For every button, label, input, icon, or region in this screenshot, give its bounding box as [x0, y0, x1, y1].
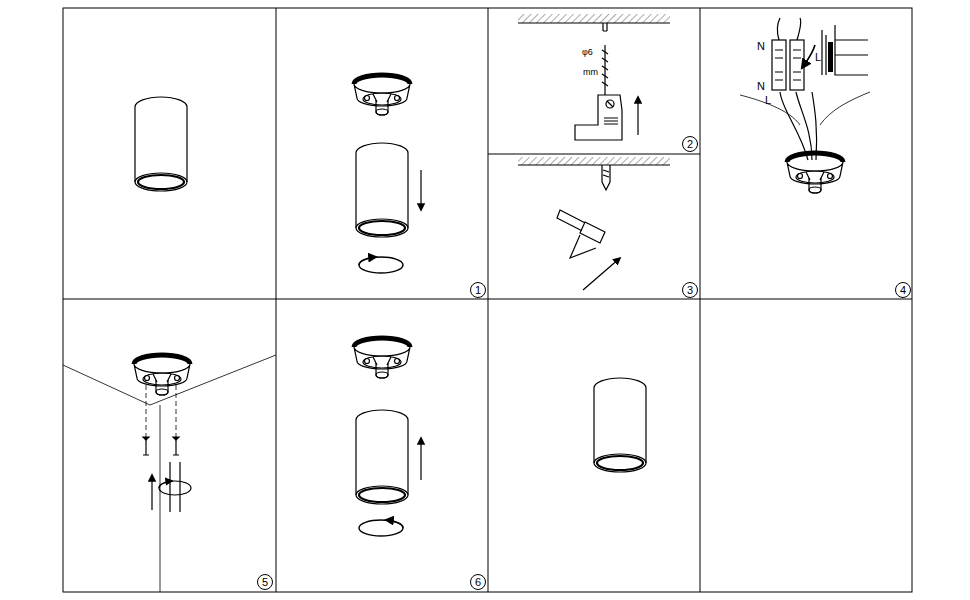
- callout-number: 6: [475, 577, 481, 588]
- wire-label: L: [815, 52, 821, 63]
- callout-number: 3: [687, 285, 693, 296]
- wire-label: N: [757, 41, 765, 52]
- callout-number: 2: [687, 139, 693, 150]
- wire-label: L: [765, 95, 771, 106]
- callout-number: 5: [262, 577, 268, 588]
- wire-label: N: [757, 81, 765, 92]
- drill-unit: mm: [583, 68, 598, 77]
- callout-number: 1: [475, 285, 481, 296]
- callout-number: 4: [900, 285, 906, 296]
- drill-size: φ6: [582, 48, 593, 57]
